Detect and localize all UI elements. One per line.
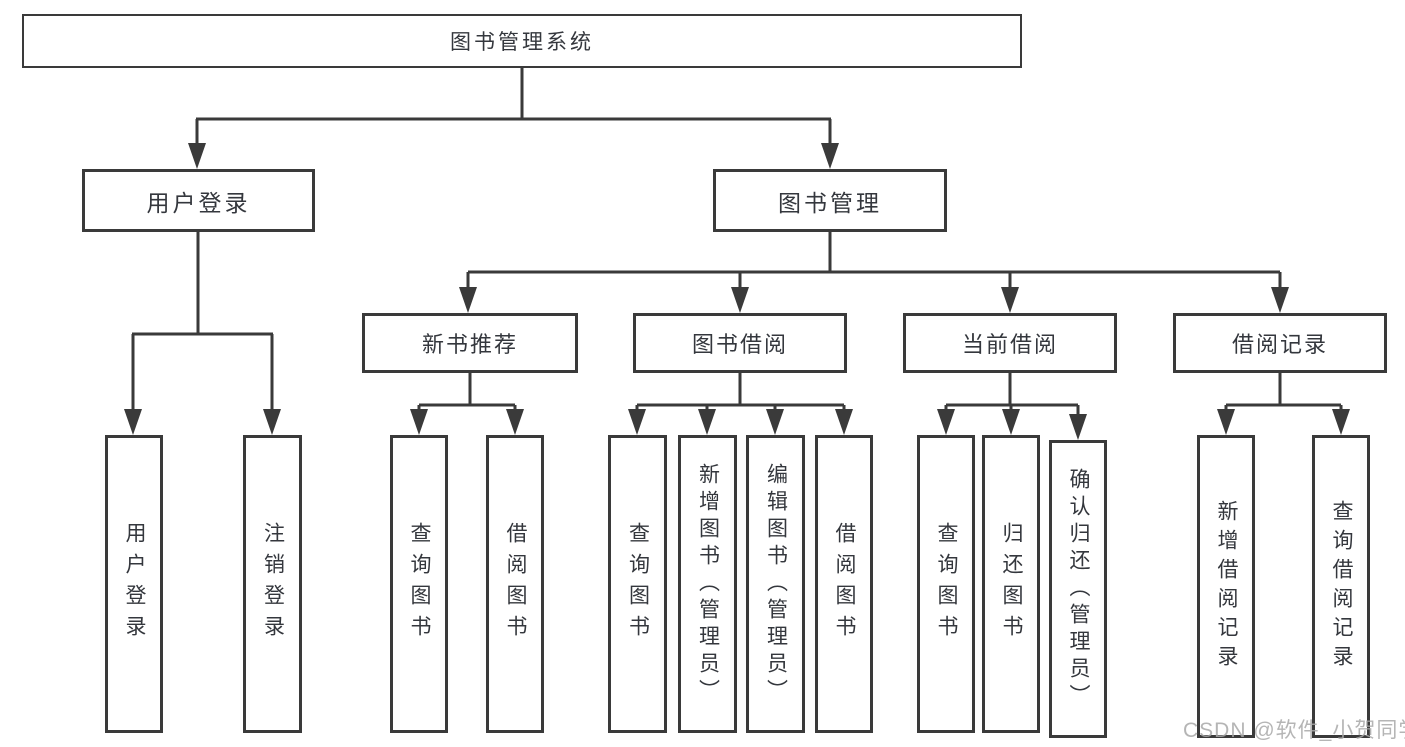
leaf-logout: 注销登录 <box>243 435 302 733</box>
leaf-recommend-query-books: 查询图书 <box>390 435 448 733</box>
connector-book-mgmt-split <box>466 232 1282 288</box>
leaf-borrow-query-books: 查询图书 <box>608 435 667 733</box>
arrowhead-icon <box>1001 287 1019 313</box>
arrowhead-icon <box>1271 287 1289 313</box>
arrowhead-icon <box>1069 414 1087 440</box>
node-book-borrow: 图书借阅 <box>633 313 847 373</box>
connector-recommend-split <box>417 373 517 410</box>
arrowhead-icon <box>937 409 955 435</box>
arrowhead-icon <box>124 409 142 435</box>
csdn-watermark: CSDN @软件_小贺同学 <box>1183 719 1405 742</box>
connector-user-login-split <box>131 232 274 410</box>
connector-records-split <box>1224 373 1343 410</box>
arrowhead-icon <box>1002 409 1020 435</box>
node-current-borrow: 当前借阅 <box>903 313 1117 373</box>
arrowhead-icon <box>698 409 716 435</box>
leaf-current-confirm-return-admin: 确认归还（管理员） <box>1049 440 1107 738</box>
arrowhead-icon <box>1332 409 1350 435</box>
connector-lines <box>131 68 1343 415</box>
node-new-book-recommend: 新书推荐 <box>362 313 578 373</box>
node-book-management: 图书管理 <box>713 169 947 232</box>
arrowhead-icon <box>731 287 749 313</box>
leaf-borrow-add-books-admin: 新增图书（管理员） <box>678 435 737 733</box>
connector-root-split <box>195 68 832 146</box>
leaf-borrow-edit-books-admin: 编辑图书（管理员） <box>746 435 805 733</box>
leaf-records-add-borrow-record: 新增借阅记录 <box>1197 435 1255 738</box>
arrowhead-icon <box>459 287 477 313</box>
leaf-current-query-books: 查询图书 <box>917 435 975 733</box>
arrowhead-icon <box>506 409 524 435</box>
arrowheads <box>124 143 1350 440</box>
arrowhead-icon <box>821 143 839 169</box>
leaf-borrow-borrow-books: 借阅图书 <box>815 435 873 733</box>
leaf-current-return-books: 归还图书 <box>982 435 1040 733</box>
arrowhead-icon <box>766 409 784 435</box>
connector-borrow-split <box>635 373 846 410</box>
arrowhead-icon <box>835 409 853 435</box>
leaf-user-login: 用户登录 <box>105 435 163 733</box>
arrowhead-icon <box>410 409 428 435</box>
arrowhead-icon <box>188 143 206 169</box>
leaf-recommend-borrow-books: 借阅图书 <box>486 435 544 733</box>
arrowhead-icon <box>628 409 646 435</box>
node-borrow-records: 借阅记录 <box>1173 313 1387 373</box>
arrowhead-icon <box>1217 409 1235 435</box>
connector-current-split <box>944 373 1080 415</box>
arrowhead-icon <box>263 409 281 435</box>
leaf-records-query-borrow-record: 查询借阅记录 <box>1312 435 1370 738</box>
node-root: 图书管理系统 <box>22 14 1022 68</box>
node-user-login: 用户登录 <box>82 169 315 232</box>
